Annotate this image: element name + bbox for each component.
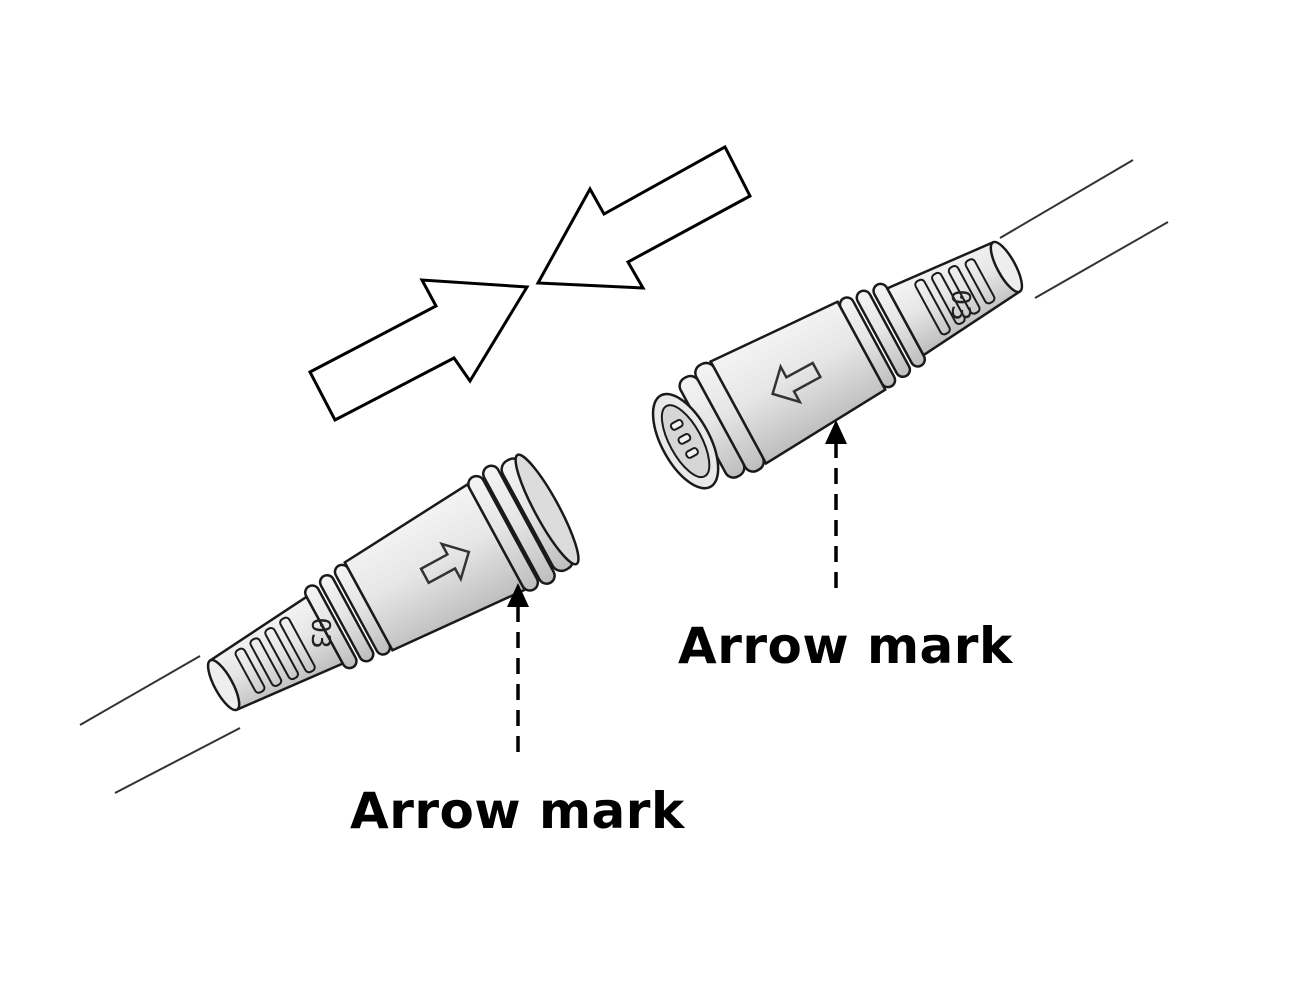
- push-arrow-right-icon: [535, 144, 753, 290]
- left-connector-number: 03: [305, 617, 335, 648]
- left-leader-arrowhead-icon: [507, 583, 529, 607]
- plug-pins: [669, 418, 699, 459]
- right-callout-leader: [825, 420, 847, 588]
- right-connector-number: 03: [945, 289, 975, 320]
- right-arrow-mark-icon: [771, 361, 823, 404]
- left-arrow-mark-icon: [419, 541, 471, 585]
- push-together-arrows: [307, 144, 753, 423]
- right-connector: 03: [651, 159, 1169, 490]
- left-cable: [80, 656, 240, 793]
- push-arrow-left-icon: [307, 278, 530, 423]
- right-cable: [1000, 160, 1168, 298]
- right-leader-arrowhead-icon: [825, 420, 847, 444]
- right-arrow-mark-label: Arrow mark: [678, 617, 1013, 675]
- left-callout-leader: [507, 583, 529, 752]
- left-arrow-mark-label: Arrow mark: [350, 782, 685, 840]
- left-connector: 03: [79, 453, 580, 794]
